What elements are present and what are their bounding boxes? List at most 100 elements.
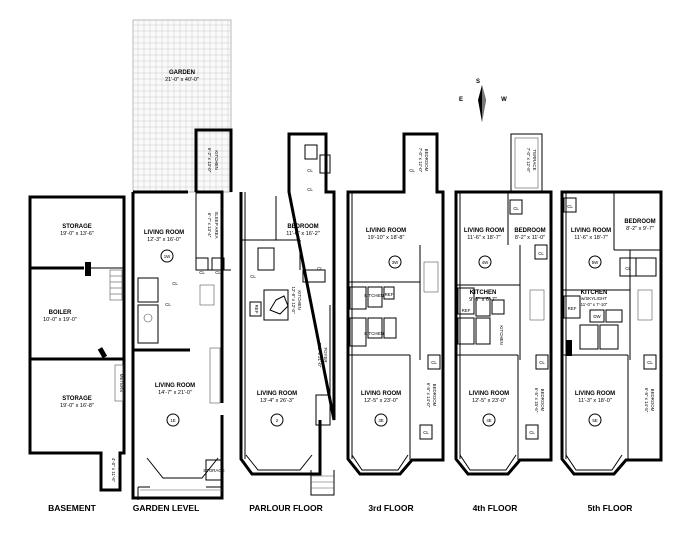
fourth-living2-label: LIVING ROOM xyxy=(469,391,509,397)
caption-third: 3rd FLOOR xyxy=(368,503,413,513)
fifth-bedroom2-dim: 6'-5" x 14'-5" xyxy=(644,388,649,413)
fourth-kitchen2-label: KITCHEN xyxy=(499,325,504,344)
third-unit2-label: 3E xyxy=(378,418,383,423)
parlour-cl-4: CL xyxy=(250,274,256,279)
fourth-terrace-label: TERRACE xyxy=(532,150,537,171)
third-kitchen1-label: KITCHEN xyxy=(364,293,383,298)
garden-cl-2: CL xyxy=(215,270,221,275)
fourth-living1-label: LIVING ROOM xyxy=(464,228,504,234)
fifth-bedroom1-label: BEDROOM xyxy=(624,219,655,225)
fifth-dw-label: DW xyxy=(593,314,601,319)
fifth-living2-label: LIVING ROOM xyxy=(575,391,615,397)
basement-storage-top-label: STORAGE xyxy=(62,224,92,230)
parlour-cl-3: CL xyxy=(317,266,323,271)
third-ref-label: REF xyxy=(385,292,394,297)
garden-label: GARDEN xyxy=(169,70,195,76)
fourth-cl-1: CL xyxy=(513,206,519,211)
caption-fifth: 5th FLOOR xyxy=(588,503,633,513)
garden-unit1-label: 1W xyxy=(164,254,171,259)
basement-boiler-dim: 10'-0" x 19'-0" xyxy=(43,317,77,323)
caption-fourth: 4th FLOOR xyxy=(473,503,518,513)
parlour-foyer-dim: 5'-6" x 21'-0" xyxy=(317,343,322,368)
garden-cl-1: CL xyxy=(199,270,205,275)
garden-living2-dim: 14'-7" x 21'-0" xyxy=(158,390,192,396)
fourth-cl-3: CL xyxy=(539,360,545,365)
third-living2-dim: 12'-5" x 23'-0" xyxy=(364,398,398,404)
basement-plan: STORAGE 19'-0" x 13'-6" BOILER 10'-0" x … xyxy=(28,195,126,513)
fourth-bedroom2-label: BEDROOM xyxy=(540,389,545,412)
parlour-foyer-label: FOYER xyxy=(323,347,328,362)
fourth-kitchen1-dim: 9'-6" x 6'-7" xyxy=(469,297,497,303)
fourth-bedroom1-label: BEDROOM xyxy=(514,228,545,234)
fifth-kitchen-dim: 11'-0" x 7'-10" xyxy=(581,302,608,307)
parlour-living-label: LIVING ROOM xyxy=(257,391,297,397)
third-unit1-label: 3W xyxy=(392,260,399,265)
parlour-cl-2: CL xyxy=(307,187,313,192)
fourth-cl-4: CL xyxy=(529,430,535,435)
garden-kitchen-label: KITCHEN xyxy=(214,150,219,169)
caption-basement: BASEMENT xyxy=(48,503,97,513)
fourth-cl-2: CL xyxy=(538,251,544,256)
third-bedroom2-dim: 6'-5" x 14'-0" xyxy=(426,383,431,408)
garden-cl-4: CL xyxy=(165,302,171,307)
fifth-unit2-label: 5E xyxy=(592,418,597,423)
basement-storage-bot-label: STORAGE xyxy=(62,396,92,402)
third-cl-2: CL xyxy=(431,360,437,365)
fourth-unit2-label: 4E xyxy=(486,418,491,423)
parlour-kitchen-label: KITCHEN xyxy=(297,290,302,309)
fifth-living2-dim: 11'-3" x 18'-0" xyxy=(578,398,611,404)
fifth-cl-1: CL xyxy=(567,204,573,209)
fifth-floor-plan: LIVING ROOM 11'-6" x 18'-7" 5W BEDROOM 8… xyxy=(560,190,663,513)
compass-north: S xyxy=(476,79,480,85)
fifth-kitchen-label: KITCHEN xyxy=(581,290,608,296)
fourth-ref-label: REF xyxy=(462,308,471,313)
garden-unit2-label: 1E xyxy=(170,418,175,423)
parlour-bedroom-dim: 11'-0" x 16'-2" xyxy=(286,231,319,237)
third-bedroom1-label: BEDROOM xyxy=(424,149,429,172)
parlour-ref-label: REF xyxy=(254,305,259,314)
compass-west: E xyxy=(459,97,463,103)
fourth-bedroom2-dim: 6'-5" x 15'-6" xyxy=(534,388,539,413)
parlour-unit-label: 2 xyxy=(276,418,279,423)
fourth-unit1-label: 4W xyxy=(482,260,489,265)
basement-storage-top-dim: 19'-0" x 13'-6" xyxy=(60,231,94,237)
third-living1-dim: 19'-10" x 18'-8" xyxy=(368,235,405,241)
garden-level-plan: GARDEN 21'-0" x 40'-0" KITCHEN 6'-2" x 1… xyxy=(131,19,233,513)
fifth-kitchen-note: w/SKYLIGHT xyxy=(581,296,607,301)
fifth-unit1-label: 5W xyxy=(592,260,599,265)
third-cl-3: CL xyxy=(423,430,429,435)
fourth-floor-plan: TERRACE 7'-0" x 12'-8" LIVING ROOM 11'-6… xyxy=(454,133,553,513)
fifth-bedroom1-dim: 8'-2" x 9'-7" xyxy=(626,226,654,232)
fifth-bedroom2-label: BEDROOM xyxy=(650,389,655,412)
fifth-living1-dim: 11'-6" x 18'-7" xyxy=(574,235,607,241)
fourth-terrace-dim: 7'-0" x 12'-8" xyxy=(526,148,531,173)
third-living2-label: LIVING ROOM xyxy=(361,391,401,397)
parlour-floor-plan: BEDROOM 11'-0" x 16'-2" KITCHEN 12'-8" x… xyxy=(239,132,336,513)
garden-dim: 21'-0" x 40'-0" xyxy=(165,77,199,83)
caption-garden: GARDEN LEVEL xyxy=(133,503,200,513)
third-bedroom2-label: BEDROOM xyxy=(432,384,437,407)
third-kitchen2-label: KITCHEN xyxy=(364,331,383,336)
garden-grid xyxy=(132,19,232,193)
third-bedroom1-dim: 7'-0" x 12'-0" xyxy=(418,148,423,173)
garden-sleep-label: SLEEP AREA xyxy=(214,211,219,238)
garden-sleep-dim: 6'-7" x 13'-4" xyxy=(207,213,212,238)
basement-meters-label: METERS xyxy=(119,374,124,392)
basement-boiler-label: BOILER xyxy=(49,310,72,316)
compass-east: W xyxy=(501,97,507,103)
fourth-bedroom1-dim: 8'-2" x 11'-0" xyxy=(515,235,545,241)
fifth-ref-label: REF xyxy=(568,306,577,311)
compass: S W E xyxy=(459,79,507,122)
garden-storage-label: STORAGE xyxy=(203,468,224,473)
garden-living1-dim: 12'-3" x 16'-0" xyxy=(147,237,181,243)
garden-cl-3: CL xyxy=(172,281,178,286)
garden-kitchen-dim: 6'-2" x 13'-0" xyxy=(207,148,212,173)
parlour-kitchen-dim: 12'-8" x 12'-0" xyxy=(291,286,296,313)
parlour-cl-1: CL xyxy=(307,168,313,173)
garden-living2-label: LIVING ROOM xyxy=(155,383,195,389)
fourth-living2-dim: 12'-5" x 23'-0" xyxy=(472,398,506,404)
third-floor-plan: BEDROOM 7'-0" x 12'-0" LIVING ROOM 19'-1… xyxy=(346,132,445,513)
parlour-bedroom-label: BEDROOM xyxy=(287,224,318,230)
basement-small-dim: 4'-0" x 11'-6" xyxy=(111,458,116,483)
